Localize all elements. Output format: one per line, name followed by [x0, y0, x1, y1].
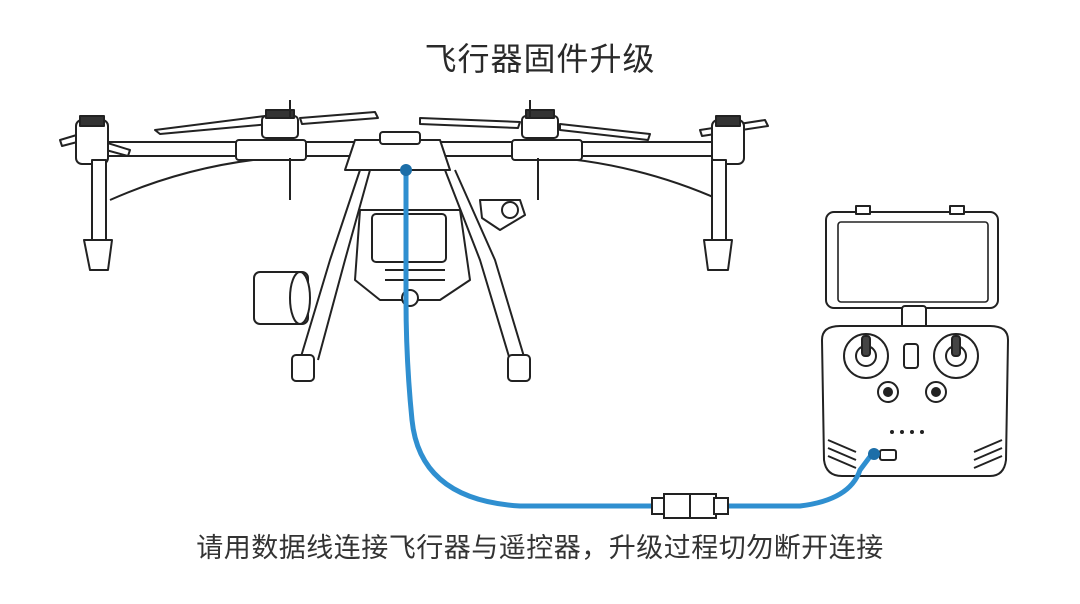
instruction-caption: 请用数据线连接飞行器与遥控器，升级过程切勿断开连接: [196, 533, 884, 564]
page-title: 飞行器固件升级: [424, 40, 656, 78]
remote-controller-illustration: [821, 205, 1009, 477]
cable-connector: [651, 493, 729, 519]
drone-illustration: [59, 100, 769, 382]
data-cable: [400, 164, 880, 519]
controller-usb-port: [868, 448, 880, 460]
drone-usb-port: [400, 164, 412, 176]
